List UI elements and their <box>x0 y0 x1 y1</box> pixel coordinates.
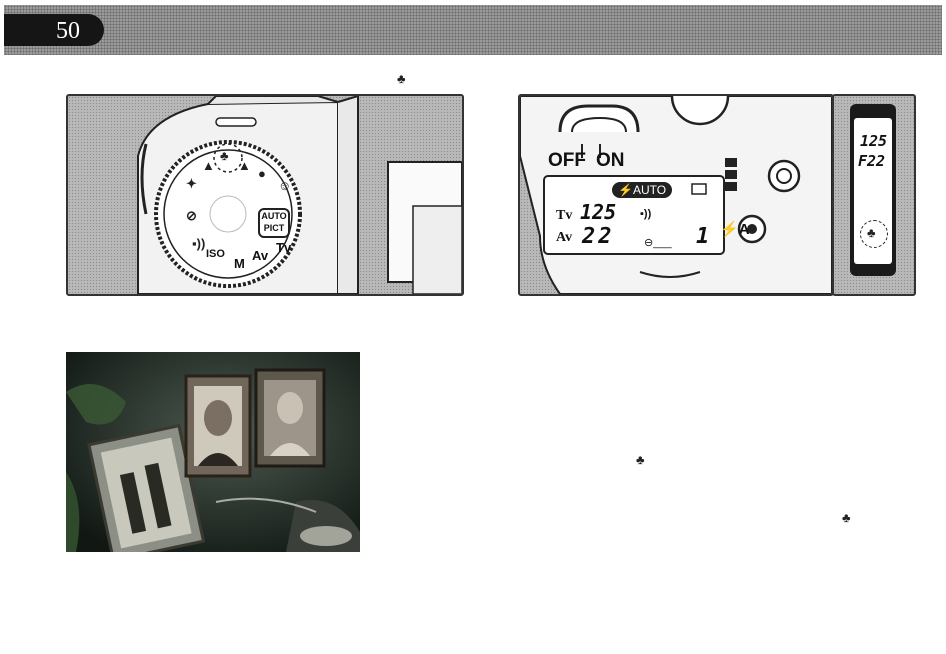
lcd-panel-illustration: OFF ON ⚡AUTO Tv 125 ▪)) Av 22 ⊖___ 1 ⚡A <box>518 94 834 296</box>
dial-pict-label: PICT <box>263 223 285 233</box>
flash-auto-indicator: ⚡AUTO <box>612 182 673 198</box>
power-on-label: ON <box>596 150 625 171</box>
dial-tv-label: Tv <box>276 240 292 255</box>
macro-mode-icon-text: ♣ <box>636 452 645 467</box>
redeye-flash-letter: A <box>738 221 750 238</box>
viewfinder-macro-icon: ♣ <box>867 225 876 240</box>
dial-flash-off-icon: ⊘ <box>186 208 197 223</box>
mode-dial-illustration: ♣ ▲ ▲ ● ☺ ✦ ⊘ ▪)) AUTO PICT Tv Av M ISO <box>66 94 464 296</box>
viewfinder-illustration: 125 F22 ♣ <box>832 94 916 296</box>
lcd-frame-counter: 1 <box>696 224 710 249</box>
dial-auto-pict-button: AUTO PICT <box>258 208 290 238</box>
power-off-label: OFF <box>548 150 586 171</box>
dial-iso-label: ISO <box>206 248 225 260</box>
dial-m-label: M <box>234 256 245 271</box>
macro-mode-icon: ♣ <box>397 71 406 86</box>
dial-portrait-icon: ● <box>258 166 266 181</box>
page-number-badge <box>4 14 104 46</box>
lcd-tv-label: Tv <box>556 208 573 223</box>
dial-landscape-icon: ▲ <box>202 158 215 173</box>
lcd-beep-icon: ▪)) <box>640 208 652 220</box>
dial-sports-icon: ✦ <box>186 176 197 191</box>
dial-landscape-icon: ▲ <box>238 158 251 173</box>
camera-top-illustration <box>520 96 832 294</box>
viewfinder-shutter: 125 <box>860 132 888 150</box>
flash-auto-label: AUTO <box>632 183 667 197</box>
macro-mode-icon-text: ♣ <box>842 510 851 525</box>
dial-beep-icon: ▪)) <box>192 236 206 251</box>
camera-body-illustration <box>137 96 462 294</box>
sample-photo-drawing <box>66 352 360 552</box>
dial-macro-icon: ♣ <box>220 148 229 163</box>
page-number: 50 <box>56 18 80 44</box>
viewfinder-aperture: F22 <box>858 152 886 170</box>
dial-night-icon: ☺ <box>278 178 292 193</box>
viewfinder-macro-ring <box>860 220 888 248</box>
dial-auto-label: AUTO <box>261 211 287 221</box>
lcd-av-label: Av <box>556 230 573 245</box>
header-band <box>4 5 942 55</box>
redeye-flash-label: ⚡A <box>720 221 750 238</box>
sample-photo <box>66 352 360 552</box>
lcd-film-icon: ⊖___ <box>644 237 672 249</box>
lcd-aperture-value: 22 <box>582 224 615 249</box>
dial-av-label: Av <box>252 248 269 263</box>
lcd-shutter-value: 125 <box>580 200 617 224</box>
